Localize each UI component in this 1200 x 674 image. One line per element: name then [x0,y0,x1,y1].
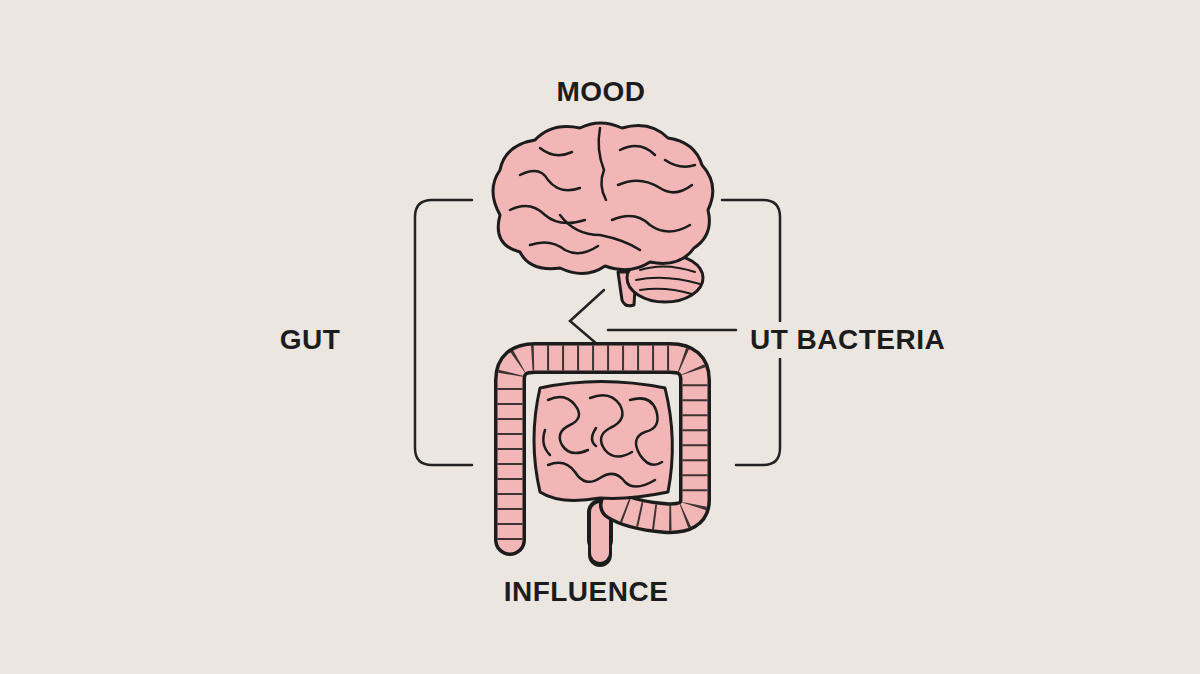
left-bracket [415,200,472,465]
diagram-label: INFLUENCE [500,574,673,610]
brain [493,123,713,306]
leader-line [608,329,736,332]
intestines [510,358,695,555]
diagram-label: UT BACTERIA [746,322,949,358]
diagram-label: GUT [276,322,345,358]
diagram-label: MOOD [552,74,649,110]
